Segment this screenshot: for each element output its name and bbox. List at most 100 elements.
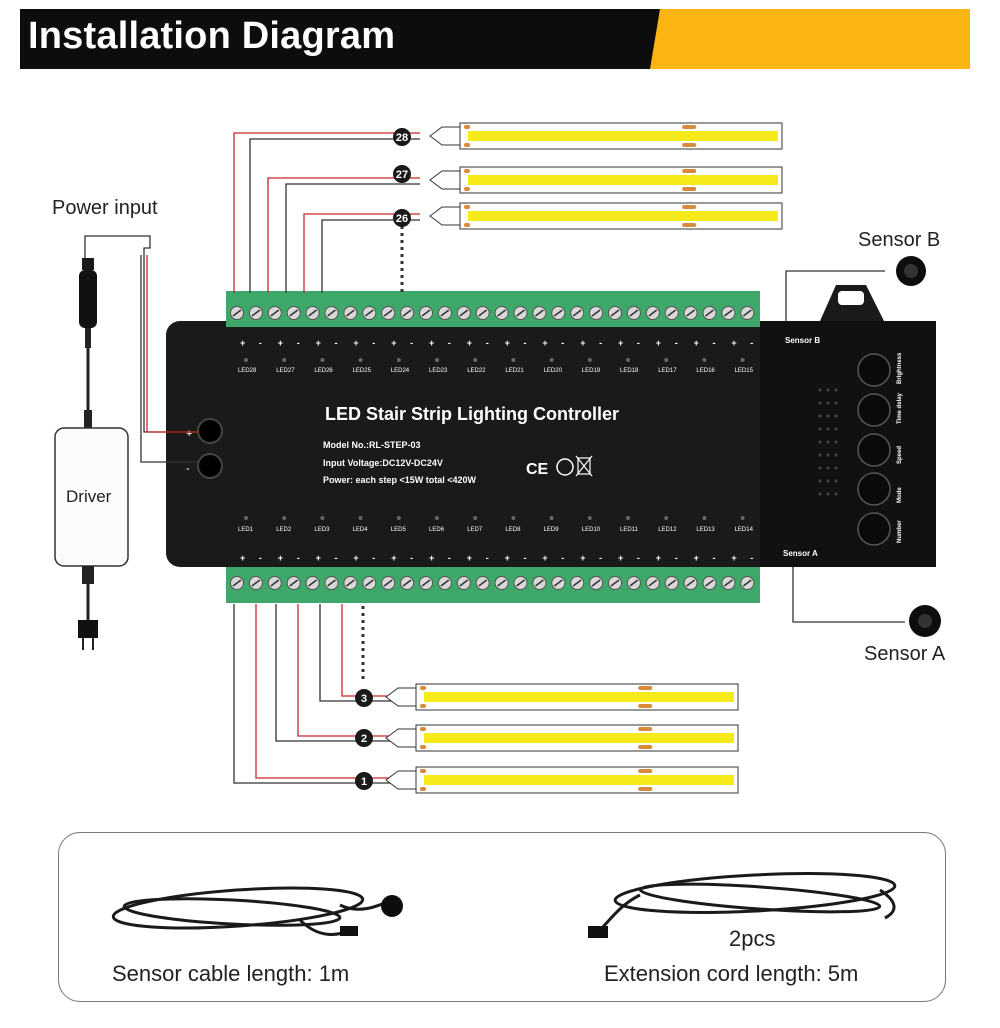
led-port-label: LED21 — [505, 368, 524, 374]
polarity-mark: - — [750, 553, 754, 563]
mount-hole — [838, 291, 864, 305]
sensor-b-port-label: Sensor B — [785, 336, 821, 345]
polarity-mark: + — [655, 338, 662, 348]
sensor-a-label: Sensor A — [864, 643, 946, 665]
dc-connector — [79, 270, 97, 328]
led-strip — [385, 766, 739, 794]
polarity-mark: + — [504, 553, 510, 563]
controller-model: Model No.:RL-STEP-03 — [323, 440, 421, 450]
polarity-mark: - — [636, 338, 640, 348]
led-port-label: LED24 — [390, 368, 410, 374]
polarity-mark: - — [523, 338, 527, 348]
led-port-label: LED2 — [276, 527, 292, 533]
step-number-badge: 28 — [393, 128, 411, 146]
led-strip — [429, 202, 783, 230]
polarity-mark: + — [618, 338, 624, 348]
polarity-mark: - — [410, 553, 414, 563]
led-port-label: LED14 — [734, 527, 753, 533]
led-strip — [429, 166, 783, 194]
svg-text:3: 3 — [361, 693, 367, 705]
control-buttons — [857, 353, 891, 546]
polarity-mark: + — [277, 338, 284, 348]
polarity-mark: + — [542, 553, 548, 563]
polarity-mark: - — [485, 338, 489, 348]
controller-title: LED Stair Strip Lighting Controller — [325, 404, 619, 424]
svg-text:2: 2 — [361, 733, 367, 745]
sensor-a-port-label: Sensor A — [783, 549, 818, 558]
header-banner: Installation Diagram — [20, 9, 970, 69]
polarity-mark: + — [580, 338, 586, 348]
polarity-mark: + — [731, 338, 737, 348]
led-port-label: LED15 — [734, 368, 753, 374]
polarity-mark: - — [674, 553, 678, 563]
polarity-mark: - — [523, 553, 527, 563]
polarity-mark: - — [599, 338, 603, 348]
vent-dots — [818, 388, 838, 496]
polarity-mark: - — [258, 338, 262, 348]
power-minus-terminal — [197, 453, 223, 479]
power-plus-terminal — [197, 418, 223, 444]
step-number-badge: 26 — [393, 209, 411, 227]
led-strip — [385, 683, 739, 711]
extension-count-label: 2pcs — [729, 926, 776, 951]
polarity-mark: + — [580, 553, 586, 563]
polarity-mark: - — [334, 553, 338, 563]
polarity-mark: + — [315, 553, 321, 563]
led-port-label: LED5 — [390, 527, 406, 533]
polarity-mark: - — [636, 553, 640, 563]
polarity-mark: - — [447, 553, 451, 563]
button-label: Brightness — [897, 352, 903, 384]
top-terminal-block — [226, 291, 760, 327]
sensor-cable-label: Sensor cable length: 1m — [112, 961, 350, 986]
sensor-head-icon — [381, 895, 403, 917]
polarity-mark: + — [542, 338, 548, 348]
polarity-mark: - — [674, 338, 678, 348]
polarity-mark: + — [655, 553, 662, 563]
led-port-label: LED22 — [467, 368, 486, 374]
led-port-label: LED18 — [620, 368, 639, 374]
svg-text:26: 26 — [396, 213, 408, 225]
controller-power: Power: each step <15W total <420W — [323, 475, 477, 485]
polarity-mark: + — [353, 338, 359, 348]
page-title: Installation Diagram — [28, 15, 396, 57]
rohs-icon — [556, 458, 574, 476]
polarity-mark: - — [372, 338, 376, 348]
polarity-mark: + — [618, 553, 624, 563]
polarity-mark: + — [353, 553, 359, 563]
led-port-label: LED25 — [352, 368, 371, 374]
led-port-label: LED19 — [581, 368, 601, 374]
step-number-badge: 1 — [355, 772, 373, 790]
polarity-mark: - — [334, 338, 338, 348]
header-background — [20, 9, 970, 69]
led-port-label: LED12 — [658, 527, 677, 533]
svg-text:+: + — [186, 428, 192, 440]
button-label: Number — [897, 520, 903, 543]
step-number-badge: 3 — [355, 689, 373, 707]
ce-mark-icon: CE — [526, 461, 549, 478]
led-port-label: LED4 — [352, 527, 368, 533]
polarity-mark: + — [240, 553, 246, 563]
polarity-mark: + — [429, 338, 435, 348]
polarity-mark: - — [296, 553, 300, 563]
led-port-label: LED16 — [696, 368, 715, 374]
led-port-label: LED1 — [238, 527, 254, 533]
sensor-b-label: Sensor B — [858, 229, 941, 251]
polarity-mark: + — [466, 553, 473, 563]
led-port-label: LED7 — [467, 527, 483, 533]
polarity-mark: - — [750, 338, 754, 348]
led-port-label: LED3 — [314, 527, 330, 533]
svg-text:-: - — [186, 463, 190, 475]
polarity-mark: - — [410, 338, 414, 348]
polarity-mark: + — [504, 338, 510, 348]
polarity-mark: + — [391, 338, 397, 348]
svg-text:1: 1 — [361, 776, 367, 788]
led-port-label: LED9 — [543, 527, 559, 533]
power-input-label: Power input — [52, 197, 158, 219]
led-port-label: LED11 — [620, 527, 638, 533]
extension-cord-label: Extension cord length: 5m — [604, 961, 859, 986]
polarity-mark: - — [258, 553, 262, 563]
button-label: Speed — [897, 445, 903, 464]
accessories-panel — [58, 832, 946, 1002]
polarity-mark: - — [447, 338, 451, 348]
led-port-label: LED17 — [658, 368, 677, 374]
